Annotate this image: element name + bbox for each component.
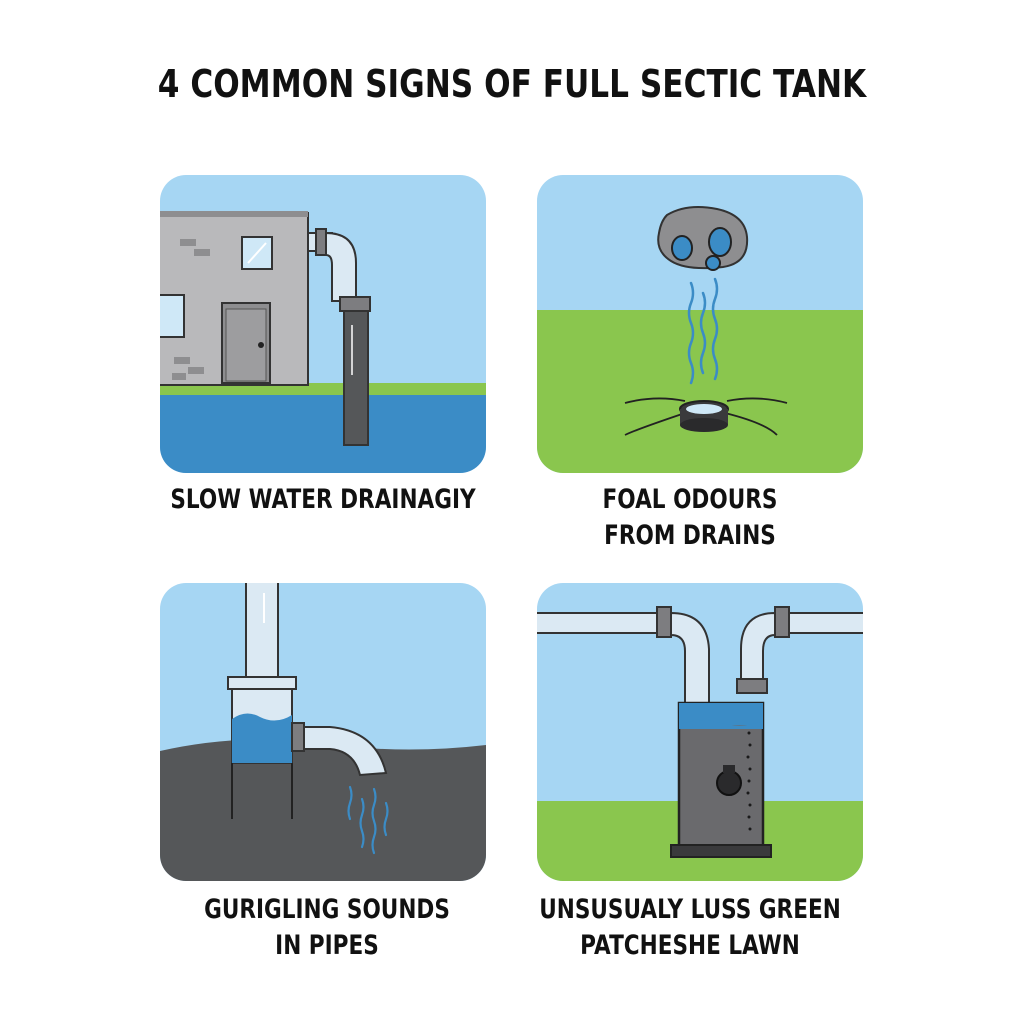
odour-cloud-icon xyxy=(657,206,749,271)
caption-line: FOAL ODOURS xyxy=(602,484,778,515)
side-pipe-icon xyxy=(291,722,388,777)
caption-line: PATCHESHE LAWN xyxy=(580,930,800,961)
outlet-pipe-icon xyxy=(736,606,863,694)
septic-tank-icon xyxy=(670,701,772,858)
floor-drain-icon xyxy=(624,397,788,436)
caption-line: GURIGLING SOUNDS xyxy=(204,894,450,925)
caption-gurgling: GURIGLING SOUNDS IN PIPES xyxy=(159,892,495,964)
gurgle-wave-lines xyxy=(347,785,389,855)
caption-lush-lawn: UNSUSUALY LUSS GREEN PATCHESHE LAWN xyxy=(522,892,858,964)
odour-wave-lines xyxy=(687,277,719,385)
vertical-pipe-icon xyxy=(227,583,297,819)
gurgling-pipes-illustration xyxy=(160,583,486,881)
caption-line: FROM DRAINS xyxy=(604,520,776,551)
caption-foul-odours: FOAL ODOURS FROM DRAINS xyxy=(522,482,858,554)
caption-line: IN PIPES xyxy=(275,930,379,961)
caption-line: SLOW WATER DRAINAGIY xyxy=(170,484,476,515)
drain-pipe-icon xyxy=(307,228,371,446)
page-title: 4 COMMON SIGNS OF FULL SECTIC TANK xyxy=(157,62,867,106)
lush-lawn-illustration xyxy=(537,583,863,881)
slow-drainage-illustration xyxy=(160,175,486,473)
caption-slow-drainage: SLOW WATER DRAINAGIY xyxy=(155,482,491,518)
caption-line: UNSUSUALY LUSS GREEN xyxy=(539,894,841,925)
house-icon xyxy=(160,211,309,386)
inlet-pipe-icon xyxy=(537,606,710,710)
foul-odours-illustration xyxy=(537,175,863,473)
